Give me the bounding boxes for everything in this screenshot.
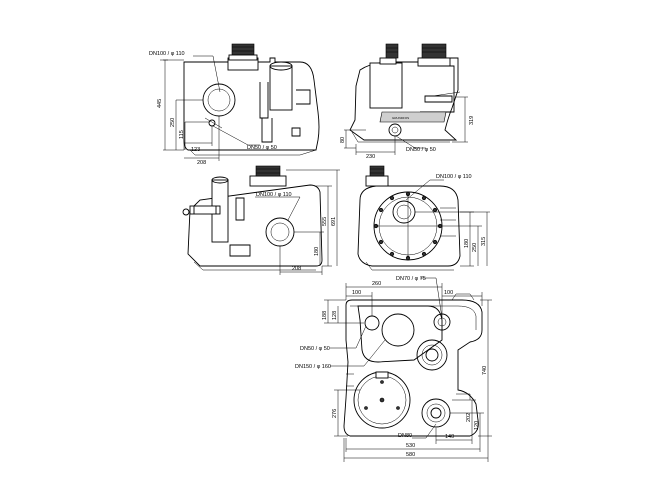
end-dn-inlet: DN100 / φ 110: [436, 174, 472, 180]
top-dn-vent: DN70 / φ 75: [396, 276, 426, 282]
side-view: GRUNDFOS: [344, 43, 468, 155]
side-h-outlet: 80: [340, 137, 346, 143]
end-h-a: 180: [464, 239, 470, 248]
end-h-c: 315: [481, 237, 487, 246]
side-h-right: 319: [469, 116, 475, 125]
front-w-outlet: 123: [191, 147, 200, 153]
back-w-inlet: 208: [292, 266, 301, 272]
front-h-inlet: 250: [170, 118, 176, 127]
side-brand-label: GRUNDFOS: [392, 116, 409, 120]
top-h-120: 120: [474, 421, 480, 430]
top-dn-50: DN50 / φ 50: [300, 346, 330, 352]
top-w-100-right: 100: [444, 290, 453, 296]
back-h-inlet: 180: [314, 247, 320, 256]
side-w-outlet: 230: [366, 154, 375, 160]
back-h-total: 691: [331, 217, 337, 226]
top-h-188: 188: [322, 311, 328, 320]
back-h-mid: 555: [322, 217, 328, 226]
front-w-inlet: 208: [197, 160, 206, 166]
front-h-total: 445: [157, 99, 163, 108]
top-view: [324, 277, 492, 462]
end-h-b: 250: [472, 243, 478, 252]
front-dn-outlet: DN50 / φ 50: [247, 145, 277, 151]
top-h-128: 128: [332, 311, 338, 320]
top-dn-80: DN80: [398, 433, 412, 439]
top-h-202: 202: [466, 413, 472, 422]
front-view: [160, 43, 320, 161]
side-dn-outlet: DN50 / φ 50: [406, 147, 436, 153]
top-w-530: 530: [406, 443, 415, 449]
end-view: [357, 165, 490, 271]
top-dn-150: DN150 / φ 160: [295, 364, 331, 370]
bolt-ring: [373, 191, 443, 261]
front-dn-inlet: DN100 / φ 110: [149, 51, 185, 57]
top-h-740: 740: [482, 366, 488, 375]
top-w-260: 260: [372, 281, 381, 287]
top-w-140: 140: [445, 434, 454, 440]
top-w-100-left: 100: [352, 290, 361, 296]
back-dn-inlet: DN100 / φ 110: [256, 192, 292, 198]
top-h-276: 276: [332, 409, 338, 418]
front-h-outlet: 115: [179, 130, 185, 139]
back-view: [182, 165, 340, 275]
top-w-580: 580: [406, 452, 415, 458]
